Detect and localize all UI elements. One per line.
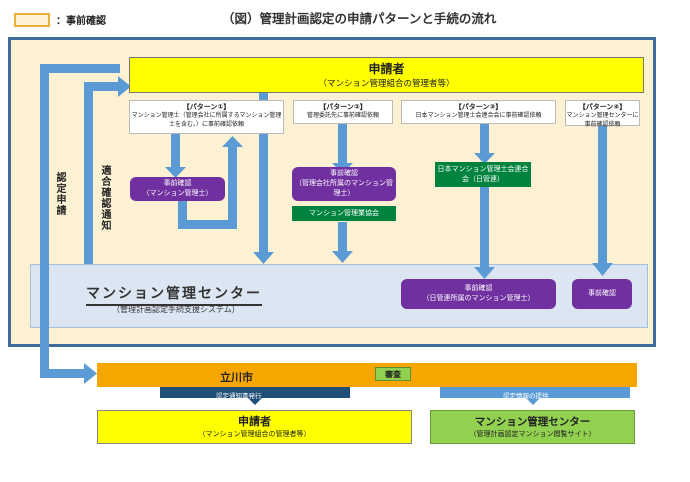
arrow-p3-down xyxy=(480,124,489,154)
arrow-p3-to-check xyxy=(480,186,489,268)
p3-jfmma-box: 日本マンション管理士会連合会（日管連） xyxy=(435,162,531,187)
p2-precheck-title: 事前確認 xyxy=(330,169,358,178)
arrow-application-head xyxy=(84,363,97,384)
p3-jfmma-label: 日本マンション管理士会連合会（日管連） xyxy=(437,164,529,183)
applicant-bottom-title: 申請者 xyxy=(238,415,271,428)
p1-precheck-title: 事前確認 xyxy=(163,179,192,188)
arrow-p1-to-center xyxy=(259,93,268,253)
p3-precheck-sub: （日管連所属のマンション管理士） xyxy=(422,294,535,302)
applicant-bottom-subtitle: （マンション管理組合の管理者等） xyxy=(198,430,311,438)
diagram-title: （図）管理計画認定の申請パターンと手続の流れ xyxy=(222,11,497,26)
review-badge: 審査 xyxy=(375,367,411,381)
arrow-p1-up xyxy=(228,146,237,190)
label-application: 認定申請 xyxy=(54,172,65,216)
arrow-info-provide xyxy=(440,387,630,405)
label-conformity-notice: 適合確認通知 xyxy=(99,165,110,231)
p1-precheck-box: 事前確認 （マンション管理士） xyxy=(130,177,225,201)
pattern-4-box: 【パターン④】 マンション管理センターに事前確認依頼 xyxy=(565,100,640,128)
center-bottom-subtitle: （管理計画認定マンション閲覧サイト） xyxy=(469,430,596,438)
applicant-top-box: 申請者 （マンション管理組合の管理者等） xyxy=(129,57,644,93)
notice-issue-label: 認定通知書発行 xyxy=(216,392,262,400)
applicant-bottom-box: 申請者 （マンション管理組合の管理者等） xyxy=(97,410,412,444)
arrow-notice-vertical xyxy=(84,86,93,264)
applicant-top-title: 申請者 xyxy=(368,62,405,76)
arrow-p1-down-head xyxy=(165,167,186,178)
pattern-3-box: 【パターン③】 日本マンション管理士会連合会に事前確認依頼 xyxy=(401,100,556,124)
pattern-1-text: マンション管理士（管理会社に所属するマンション管理士を含む。）に事前確認依頼 xyxy=(131,112,282,128)
arrow-p3-to-check-head xyxy=(474,267,495,279)
arrow-p2-down xyxy=(338,124,347,164)
center-subtitle: （管理計画認定手続支援システム） xyxy=(112,305,240,314)
p2-association-box: マンション管理業協会 xyxy=(292,206,396,221)
arrow-p2-to-center xyxy=(338,222,347,252)
arrow-p4-down xyxy=(598,124,607,264)
pattern-2-text: 管理委託先に事前確認依頼 xyxy=(306,112,379,120)
pattern-4-heading: 【パターン④】 xyxy=(578,103,627,111)
p1-precheck-sub: （マンション管理士） xyxy=(142,189,213,197)
arrow-application-vertical xyxy=(40,64,49,378)
arrow-p1-up-head xyxy=(222,136,243,147)
arrow-p1-to-center-head xyxy=(253,252,274,264)
center-bottom-title: マンション管理センター xyxy=(474,416,591,428)
arrow-p4-down-head xyxy=(592,263,613,276)
arrow-p1-loop-bottom xyxy=(178,220,237,229)
pattern-2-heading: 【パターン②】 xyxy=(319,103,367,111)
p4-precheck-label: 事前確認 xyxy=(588,289,616,298)
pattern-2-box: 【パターン②】 管理委託先に事前確認依頼 xyxy=(293,100,393,124)
legend-swatch xyxy=(14,13,50,27)
arrow-notice-top xyxy=(84,82,120,91)
center-bottom-box: マンション管理センター （管理計画認定マンション閲覧サイト） xyxy=(430,410,635,444)
pattern-3-text: 日本マンション管理士会連合会に事前確認依頼 xyxy=(415,112,542,120)
pattern-1-heading: 【パターン①】 xyxy=(182,103,231,111)
arrow-application-top xyxy=(40,64,120,73)
pattern-1-box: 【パターン①】 マンション管理士（管理会社に所属するマンション管理士を含む。）に… xyxy=(129,100,284,134)
arrow-p3-down-head xyxy=(474,153,495,164)
arrow-p1-down xyxy=(171,133,180,169)
center-title: マンション管理センター xyxy=(86,283,262,306)
pattern-3-heading: 【パターン③】 xyxy=(454,103,503,111)
p4-precheck-box: 事前確認 xyxy=(572,279,632,309)
city-band xyxy=(97,363,637,387)
arrow-p1-loop-left xyxy=(178,201,187,229)
p3-precheck-box: 事前確認 （日管連所属のマンション管理士） xyxy=(401,279,556,309)
arrow-notice-head xyxy=(118,76,131,97)
arrow-application-bottom xyxy=(40,369,85,378)
p2-precheck-box: 事前確認 （管理会社所属のマンション管理士） xyxy=(292,167,396,201)
p2-association-label: マンション管理業協会 xyxy=(309,208,379,217)
pattern-4-text: マンション管理センターに事前確認依頼 xyxy=(566,112,639,128)
arrow-p2-to-center-head xyxy=(332,251,353,263)
info-provide-label: 認定情報の提供 xyxy=(503,392,549,400)
city-name: 立川市 xyxy=(220,371,253,384)
arrow-p1-loop-right xyxy=(228,189,237,229)
applicant-top-subtitle: （マンション管理組合の管理者等） xyxy=(318,79,455,89)
p3-precheck-title: 事前確認 xyxy=(464,284,493,293)
p2-precheck-sub: （管理会社所属のマンション管理士） xyxy=(295,179,393,197)
arrow-notice-issue xyxy=(160,387,350,405)
legend-label: ：事前確認 xyxy=(56,16,106,27)
